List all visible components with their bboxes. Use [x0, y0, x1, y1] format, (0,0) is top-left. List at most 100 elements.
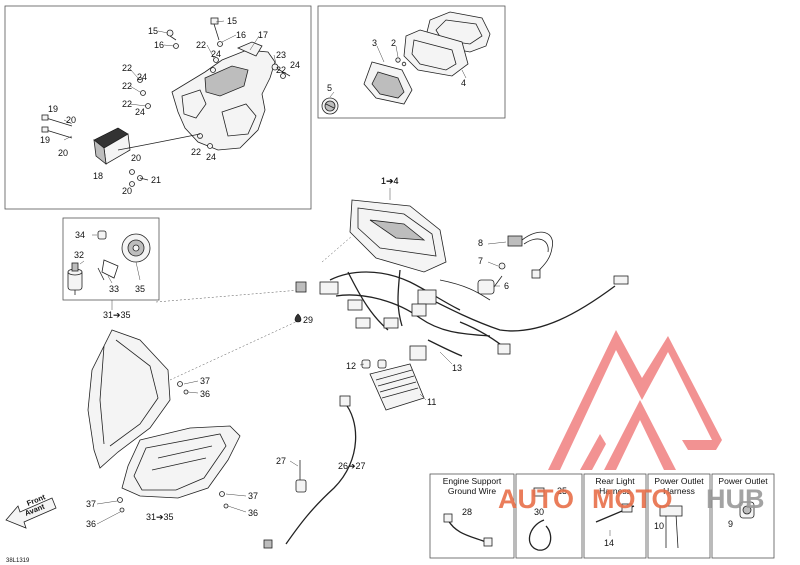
- callout-25: 25: [557, 486, 567, 496]
- callout-24-d: 24: [135, 107, 145, 117]
- callout-1-4: 1➔4: [381, 176, 399, 186]
- callout-16-a: 16: [154, 40, 164, 50]
- gauge-inset: 3 2 4 5: [317, 5, 506, 119]
- callout-22-a: 22: [196, 40, 206, 50]
- callout-31-35-bottom: 31➔35: [146, 512, 174, 522]
- plug-34: [97, 230, 107, 240]
- callout-5: 5: [327, 83, 332, 93]
- callout-29: 29: [303, 315, 313, 325]
- switch-6: [477, 275, 503, 295]
- callout-6: 6: [504, 281, 509, 291]
- callout-3: 3: [372, 38, 377, 48]
- callout-10: 10: [654, 521, 664, 531]
- callout-33: 33: [109, 284, 119, 294]
- gauge-assembly: [349, 188, 447, 273]
- bolt-15b: [166, 29, 177, 41]
- callout-27: 27: [276, 456, 286, 466]
- watermark-text-hub: HUB: [706, 484, 765, 514]
- callout-9: 9: [728, 519, 733, 529]
- callout-20-b: 20: [58, 148, 68, 158]
- bulb-inset-frame: [62, 217, 160, 301]
- power-outlet-harness-title-2: Harness: [663, 486, 695, 496]
- callout-8: 8: [478, 238, 483, 248]
- dust-cap-35: [121, 233, 151, 263]
- relay-18: [93, 127, 201, 165]
- callout-28: 28: [462, 507, 472, 517]
- watermark-triangle: [548, 330, 722, 470]
- callout-18: 18: [93, 171, 103, 181]
- callout-37-c: 37: [248, 491, 258, 501]
- bulb-retainer-33: [97, 259, 119, 281]
- callout-20-c: 20: [131, 153, 141, 163]
- callout-34: 34: [75, 230, 85, 240]
- washer-16b: [217, 41, 223, 47]
- watermark-logo: [548, 330, 722, 470]
- callout-22-e: 22: [122, 99, 132, 109]
- bolts-19: [41, 114, 73, 139]
- callout-14: 14: [604, 538, 614, 548]
- engine-support-title-1: Engine Support: [443, 476, 502, 486]
- grommet-7: [498, 262, 506, 270]
- bolt-23: [271, 63, 291, 77]
- box-rear-light: Rear Light Harness 14: [583, 473, 647, 559]
- callout-22-f: 22: [191, 147, 201, 157]
- callout-37-b: 37: [86, 499, 96, 509]
- bracket-inset: 15 15 16 16 17 22 24 23 22 24 22 24 22 2…: [4, 5, 312, 210]
- headlight-housing: [87, 329, 171, 469]
- headlight-bulb-32: [67, 262, 83, 295]
- callout-37-a: 37: [200, 376, 210, 386]
- callout-15-b: 15: [227, 16, 237, 26]
- callout-35: 35: [135, 284, 145, 294]
- callout-2: 2: [391, 38, 396, 48]
- callout-36-c: 36: [248, 508, 258, 518]
- callout-20-d: 20: [122, 186, 132, 196]
- box-25-30: 25 30: [515, 473, 583, 559]
- callout-12: 12: [346, 361, 356, 371]
- bulb-inset: 34 32 33 35: [62, 217, 160, 301]
- rear-light-title-2: Harness: [599, 486, 631, 496]
- gauge-screw-2: [395, 57, 401, 63]
- callout-20-a: 20: [66, 115, 76, 125]
- callout-16-b: 16: [236, 30, 246, 40]
- callout-36-b: 36: [86, 519, 96, 529]
- bracket-inset-frame: [4, 5, 312, 210]
- callout-19-a: 19: [48, 104, 58, 114]
- sub-harness-26-27: [263, 395, 357, 549]
- watermark-text-moto: MOTO: [592, 484, 673, 514]
- switch-8: [507, 231, 553, 279]
- headlight-lens: [121, 425, 241, 499]
- engine-support-title-2: Ground Wire: [448, 486, 496, 496]
- washer-16a: [173, 43, 179, 49]
- callout-1-4-inset: 1➔4: [381, 176, 399, 186]
- callout-36-a: 36: [200, 389, 210, 399]
- callout-24-a: 24: [211, 49, 221, 59]
- callout-22-b: 22: [276, 65, 286, 75]
- watermark-text: AUTO MOTO HUB: [498, 484, 765, 514]
- callout-30: 30: [534, 507, 544, 517]
- gauge-inset-frame: [317, 5, 506, 119]
- power-outlet-harness-title-1: Power Outlet: [654, 476, 704, 486]
- callout-32: 32: [74, 250, 84, 260]
- drop-29: [294, 313, 302, 323]
- callout-24-e: 24: [206, 152, 216, 162]
- main-wiring-harness: [295, 269, 629, 361]
- callout-22-c: 22: [122, 63, 132, 73]
- voltage-regulator: [361, 359, 425, 411]
- callout-4: 4: [461, 78, 466, 88]
- box-engine-support: Engine Support Ground Wire 28: [429, 473, 515, 559]
- callout-19-b: 19: [40, 135, 50, 145]
- headlight-screws: [117, 381, 229, 513]
- front-arrow: Front Avant: [5, 492, 57, 529]
- power-outlet-title: Power Outlet: [718, 476, 768, 486]
- callout-21: 21: [151, 175, 161, 185]
- callout-23: 23: [276, 50, 286, 60]
- rear-light-title-1: Rear Light: [595, 476, 635, 486]
- callout-24-c: 24: [137, 72, 147, 82]
- watermark-text-auto: AUTO: [498, 484, 574, 514]
- callout-17: 17: [258, 30, 268, 40]
- diagram-reference: 38L1319: [6, 558, 30, 564]
- box-power-outlet: Power Outlet 9: [711, 473, 775, 559]
- callout-15-a: 15: [148, 26, 158, 36]
- callout-7: 7: [478, 256, 483, 266]
